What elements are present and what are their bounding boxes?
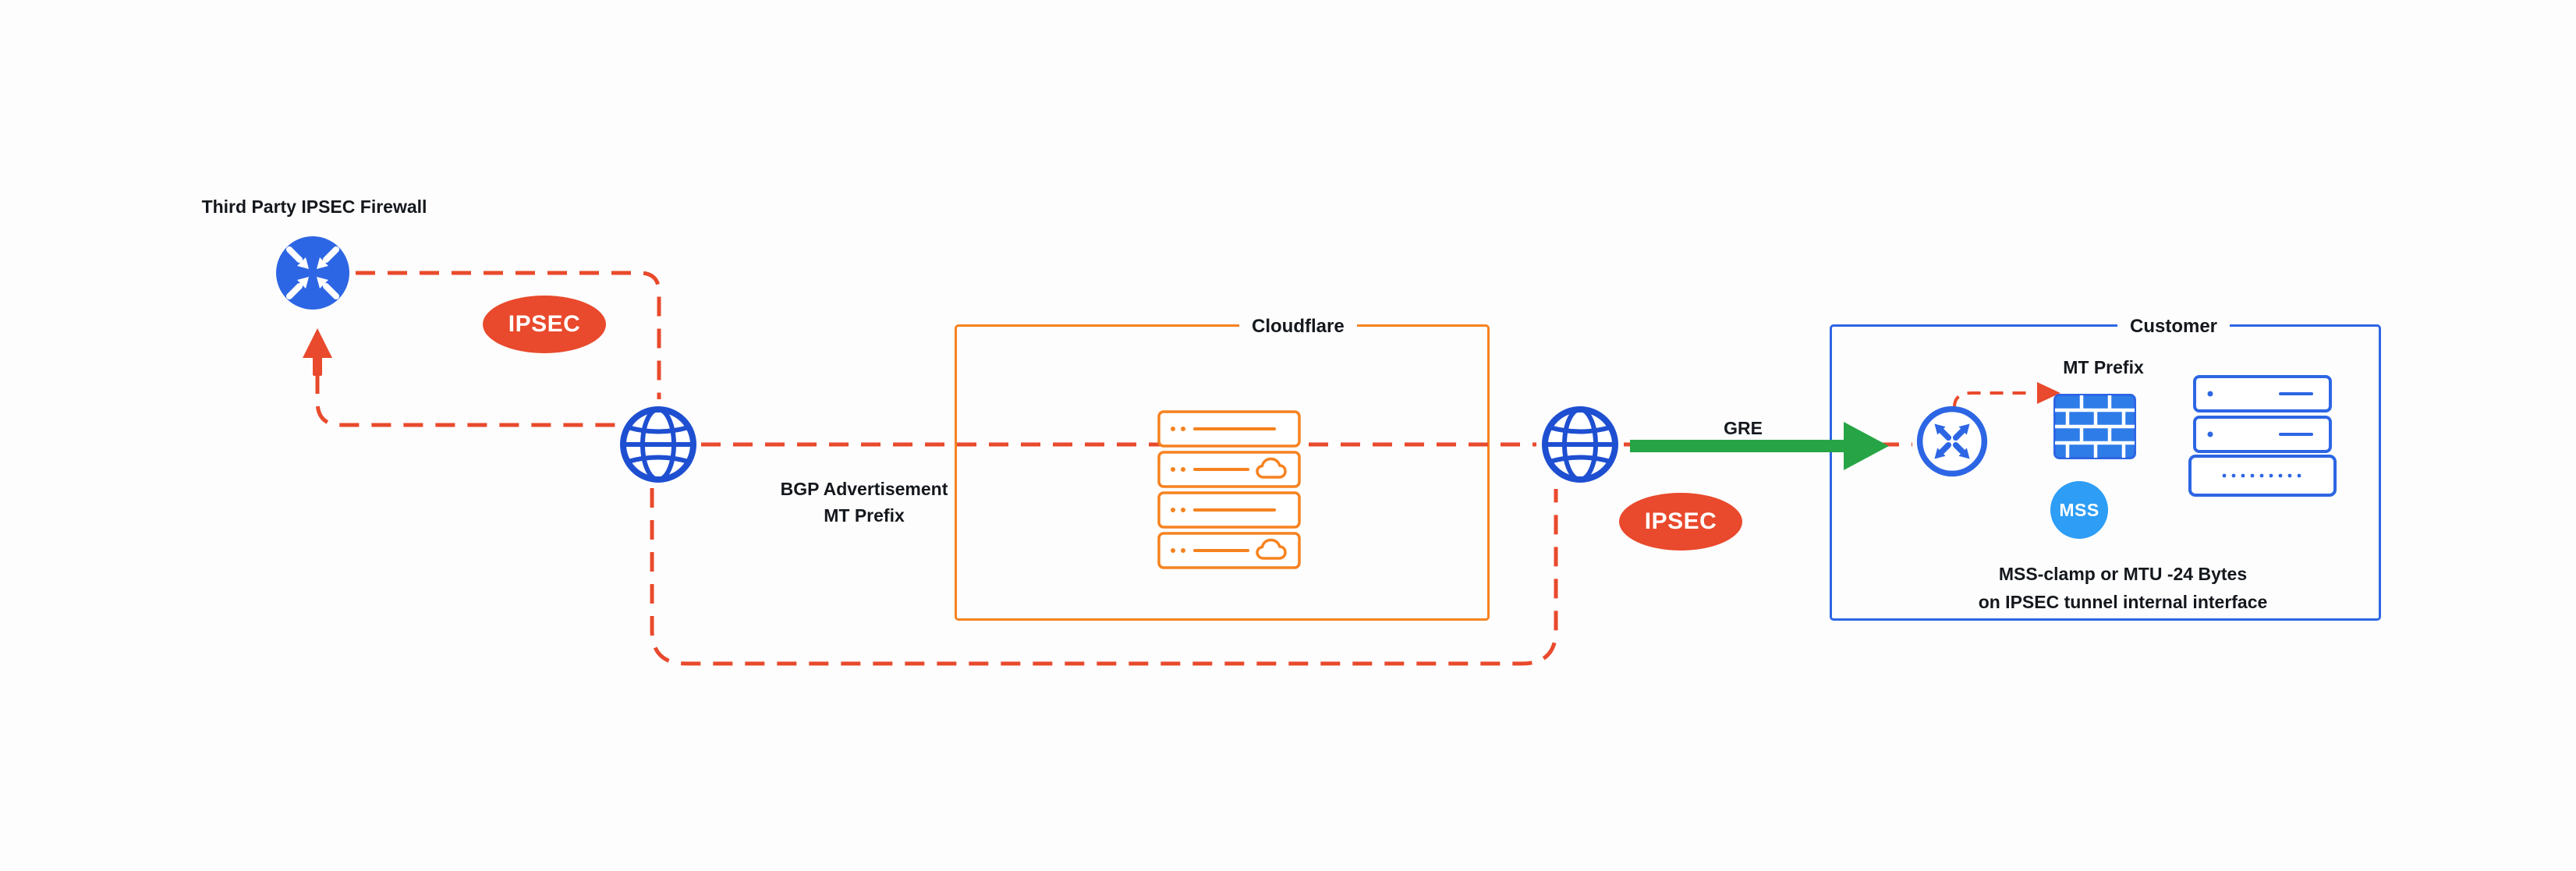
cloud-icon xyxy=(1256,457,1287,560)
internet-globe-icon-left xyxy=(620,406,696,483)
customer-server-stack-icon xyxy=(2188,375,2337,497)
customer-router-icon xyxy=(1916,405,1988,477)
server-leds xyxy=(2207,391,2213,437)
third-party-firewall-router-icon xyxy=(276,236,349,310)
router-arrowheads xyxy=(1934,423,1970,459)
internet-globe-icon-right xyxy=(1542,406,1618,483)
mss-clamp-note-line2: on IPSEC tunnel internal interface xyxy=(1978,592,2268,612)
router-arrows xyxy=(286,246,339,299)
server-slots xyxy=(2279,392,2313,436)
cloudflare-box: Cloudflare xyxy=(955,313,1490,621)
gre-label: GRE xyxy=(1724,418,1763,438)
bgp-advertisement-label: BGP Advertisement MT Prefix xyxy=(739,476,989,529)
router-arrows xyxy=(1939,428,1965,455)
mt-prefix-label: MT Prefix xyxy=(2063,357,2144,377)
firewall-brick-wall-icon xyxy=(2053,394,2136,459)
brick-mortar-lines xyxy=(2055,395,2135,458)
mss-badge: MSS xyxy=(2050,481,2108,539)
gre-green-arrow-icon xyxy=(1630,422,1889,470)
ipsec-badge-right: IPSEC xyxy=(1619,493,1742,551)
ipsec-badge-left: IPSEC xyxy=(483,296,606,353)
bgp-advertisement-line1: BGP Advertisement xyxy=(780,479,948,499)
bgp-advertisement-line2: MT Prefix xyxy=(824,505,905,526)
up-arrow-icon xyxy=(303,328,332,376)
customer-box: Customer xyxy=(1830,313,2381,621)
mss-clamp-note-line1: MSS-clamp or MTU -24 Bytes xyxy=(1998,564,2248,584)
server-leds xyxy=(1171,427,1185,553)
cloudflare-server-stack-icon xyxy=(1157,410,1301,569)
mt-prefix-arrow-icon xyxy=(2037,382,2060,404)
mss-clamp-note: MSS-clamp or MTU -24 Bytes on IPSEC tunn… xyxy=(1912,560,2333,616)
third-party-firewall-label: Third Party IPSEC Firewall xyxy=(201,197,427,217)
server-vents xyxy=(2222,473,2301,478)
server-slots xyxy=(1193,427,1276,552)
customer-box-label: Customer xyxy=(2117,313,2231,340)
router-arrowheads xyxy=(297,257,328,289)
cloudflare-box-label: Cloudflare xyxy=(1239,313,1357,340)
